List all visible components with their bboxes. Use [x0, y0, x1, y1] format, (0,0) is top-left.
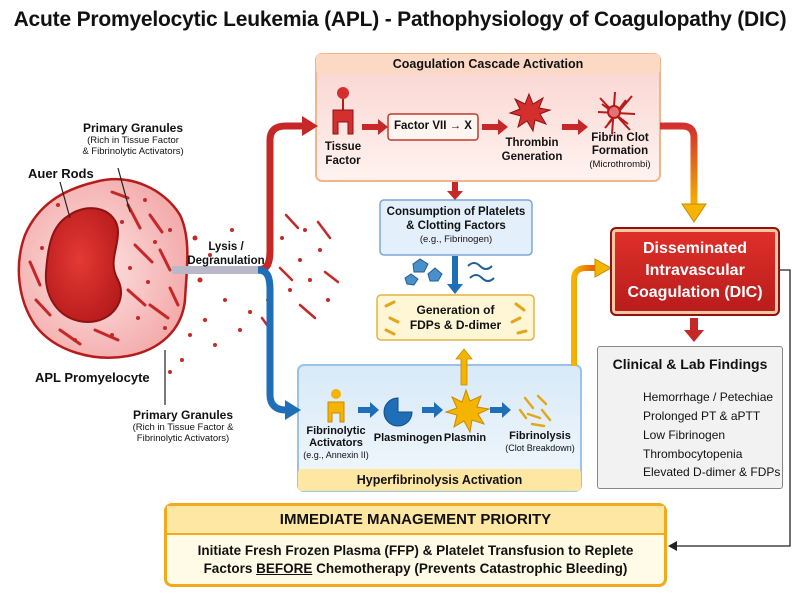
activators-line1: Fibrinolytic [306, 425, 366, 437]
label-leader-lines [59, 167, 166, 405]
plasmin-burst-icon [444, 388, 491, 434]
fibrin-line1: Fibrin Clot [591, 132, 649, 144]
fibrin-label: Fibrin Clot Formation (Microthrombi) [580, 132, 660, 171]
tissue-factor-line2: Factor [325, 155, 361, 167]
apl-promyelocyte-cell [17, 177, 340, 374]
primary-granules-bottom-label: Primary Granules (Rich in Tissue Factor … [108, 408, 258, 444]
lysis-line2: Degranulation [187, 255, 265, 267]
arrow-coag-to-dic-head [681, 203, 707, 223]
tissue-factor-line1: Tissue [324, 141, 362, 153]
fdp-fragments-icon [384, 300, 528, 336]
arrow-coag-to-dic [660, 122, 698, 206]
arrow-to-consumption [447, 182, 463, 200]
management-line2: Factors BEFORE Chemotherapy (Prevents Ca… [167, 560, 664, 578]
platelets-icon [404, 258, 443, 286]
nucleus-shape [44, 207, 123, 324]
primary-granules-top-note1: (Rich in Tissue Factor [87, 135, 179, 146]
arrow-dic-to-findings [684, 318, 704, 342]
coagulation-panel-header [316, 54, 660, 74]
finding-item: Hemorrhage / Petechiae [643, 390, 774, 404]
consumption-label: Consumption of Platelets & Clotting Fact… [380, 205, 532, 247]
management-line2-post: Chemotherapy (Prevents Catastrophic Blee… [312, 561, 628, 576]
finding-item: Low Fibrinogen [643, 428, 726, 442]
thrombin-label: Thrombin Generation [496, 136, 568, 164]
fdp-box [376, 294, 535, 341]
fdp-label: Generation of FDPs & D-dimer [377, 303, 534, 333]
dic-line1: Disseminated [642, 240, 748, 257]
fibrinolysis-fragments-icon [518, 394, 552, 428]
tissue-factor-icon [332, 87, 354, 135]
arrow-to-fdp [447, 256, 463, 294]
management-line2-pre: Factors [203, 561, 257, 576]
activators-line2: Activators [309, 437, 363, 449]
primary-granules-top-title: Primary Granules [82, 121, 184, 135]
factor-label: Factor VII → X [394, 120, 472, 132]
fdp-line2: FDPs & D-dimer [409, 318, 502, 332]
auer-rods-shape [28, 190, 180, 346]
coagulation-header: Coagulation Cascade Activation [392, 57, 584, 71]
primary-granules-bottom-title: Primary Granules [132, 408, 234, 422]
apl-promyelocyte-label: APL Promyelocyte [35, 370, 150, 385]
primary-granules-top-note2: & Fibrinolytic Activators) [82, 146, 184, 157]
fibrinolysis-header: Hyperfibrinolysis Activation [356, 473, 523, 487]
thrombin-line1: Thrombin [505, 137, 559, 149]
consumption-box [379, 199, 533, 256]
clotting-factor-icon [467, 262, 495, 282]
dic-line2: Intravascular [645, 262, 745, 279]
management-body: Initiate Fresh Frozen Plasma (FFP) & Pla… [167, 542, 664, 578]
fibrinolysis-line1: Fibrinolysis [509, 430, 571, 442]
thrombin-burst-icon [508, 92, 552, 133]
tissue-factor-label: Tissue Factor [318, 140, 368, 168]
fdp-line1: Generation of [416, 303, 495, 317]
lysis-label: Lysis / Degranulation [186, 240, 266, 268]
released-granules-dots [168, 228, 330, 374]
management-box: IMMEDIATE MANAGEMENT PRIORITY Initiate F… [164, 503, 667, 587]
fibrinolytic-activator-icon [327, 389, 345, 423]
plasminogen-label: Plasminogen [373, 432, 443, 444]
plasmin-label: Plasmin [443, 432, 487, 444]
arrow-dic-to-management [677, 269, 791, 547]
auer-rods-label: Auer Rods [28, 166, 94, 181]
fibrin-line3: (Microthrombi) [589, 159, 651, 170]
management-line1: Initiate Fresh Frozen Plasma (FFP) & Pla… [197, 543, 634, 558]
activators-line3: (e.g., Annexin II) [303, 450, 369, 460]
lysis-line1: Lysis / [208, 241, 244, 253]
fibrin-line2: Formation [591, 145, 649, 157]
branch-arrows [172, 116, 318, 420]
page-title: Acute Promyelocytic Leukemia (APL) - Pat… [13, 8, 787, 31]
primary-granules-bottom-note2: Fibrinolytic Activators) [136, 433, 230, 444]
fibrinolysis-line2: (Clot Breakdown) [505, 443, 575, 453]
fibrin-mesh-icon [597, 91, 636, 135]
management-header: IMMEDIATE MANAGEMENT PRIORITY [167, 506, 664, 535]
coag-arrows [362, 119, 588, 135]
arrow-plasmin-to-fdp [455, 348, 473, 386]
consumption-line1: Consumption of Platelets [386, 206, 526, 218]
finding-item: Thrombocytopenia [643, 447, 743, 461]
management-line2-emphasis: BEFORE [256, 561, 313, 576]
fibrinolytic-activators-label: Fibrinolytic Activators (e.g., Annexin I… [300, 425, 372, 461]
arrow-fib-to-dic [571, 265, 598, 366]
dic-line3: Coagulation (DIC) [627, 284, 763, 301]
fibrinolysis-arrows [358, 402, 511, 418]
consumption-line3: (e.g., Fibrinogen) [419, 234, 493, 245]
arrow-fib-to-dic-head [594, 258, 613, 278]
granules-dots [40, 198, 172, 342]
arrow-dic-to-management-head [668, 541, 677, 551]
primary-granules-bottom-note1: (Rich in Tissue Factor & [132, 422, 234, 433]
finding-item: Elevated D-dimer & FDPs [643, 465, 781, 479]
dic-box: Disseminated Intravascular Coagulation (… [610, 227, 780, 316]
plasminogen-icon [383, 397, 413, 427]
finding-item: Prolonged PT & aPTT [643, 409, 761, 423]
primary-granules-top-label: Primary Granules (Rich in Tissue Factor … [58, 121, 208, 157]
fibrinolysis-panel-footer [298, 469, 581, 491]
clinical-findings-box: Clinical & Lab Findings Hemorrhage / Pet… [597, 346, 783, 489]
thrombin-line2: Generation [501, 151, 563, 163]
fibrinolysis-label: Fibrinolysis (Clot Breakdown) [500, 430, 580, 454]
consumption-line2: & Clotting Factors [406, 220, 506, 232]
findings-header: Clinical & Lab Findings [612, 356, 768, 372]
